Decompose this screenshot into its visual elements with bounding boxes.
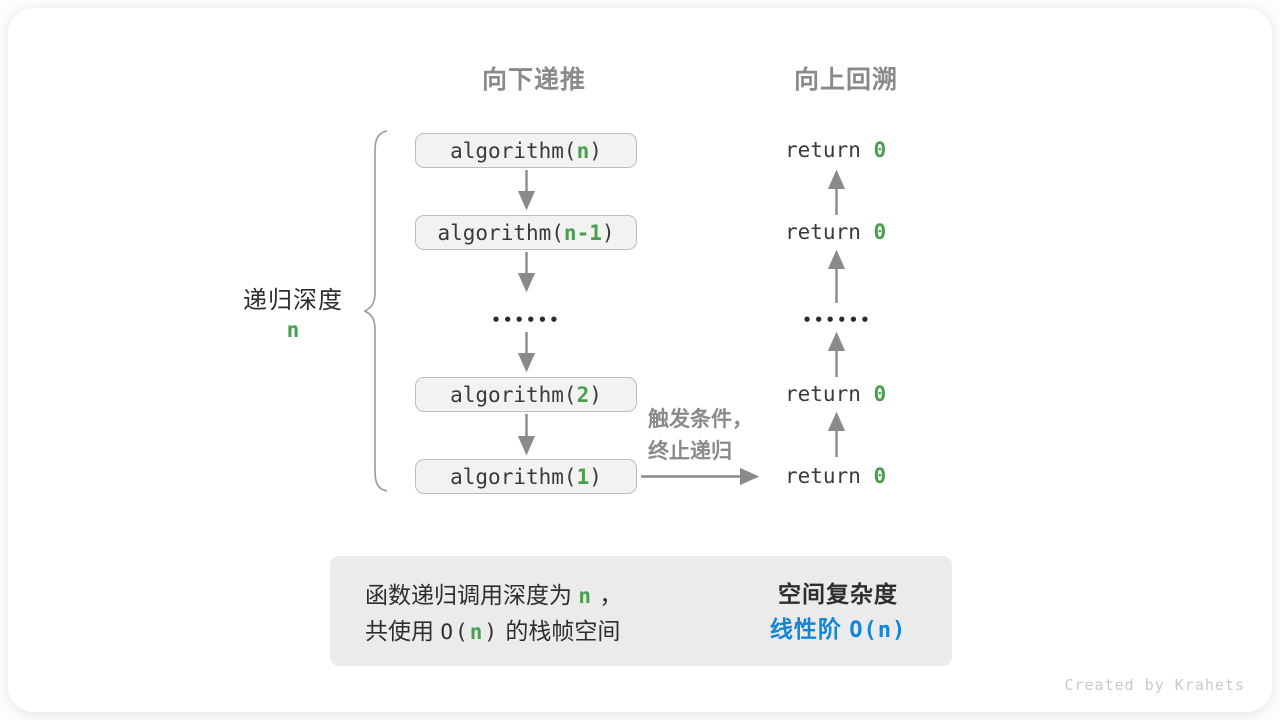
return-keyword: return bbox=[785, 220, 874, 244]
code-prefix: algorithm( bbox=[437, 220, 564, 245]
call-box-n: algorithm(n) bbox=[415, 133, 637, 168]
big-o-var: n bbox=[469, 620, 485, 644]
space-complexity-title: 空间复杂度 bbox=[778, 581, 898, 607]
return-keyword: return bbox=[785, 382, 874, 406]
call-box-1: algorithm(1) bbox=[415, 459, 637, 494]
return-row-3: return 0 bbox=[785, 380, 905, 408]
diagram-card: 向下递推 向上回溯 递归深度 n algorithm(n) algorithm(… bbox=[8, 8, 1272, 712]
space-complexity-result: 线性阶 O(n) bbox=[769, 616, 907, 643]
code-arg: 1 bbox=[576, 464, 590, 489]
call-box-2: algorithm(2) bbox=[415, 377, 637, 412]
summary-line-2: 共使用 O(n) 的栈帧空间 bbox=[365, 618, 621, 644]
summary-line-1: 函数递归调用深度为 n ， bbox=[365, 582, 623, 608]
header-upward-backtracking: 向上回溯 bbox=[793, 66, 898, 94]
return-row-4: return 0 bbox=[785, 462, 905, 490]
header-downward-recursion: 向下递推 bbox=[481, 66, 586, 94]
code-suffix: ) bbox=[589, 138, 602, 163]
code-arg: 2 bbox=[576, 382, 590, 407]
return-value: 0 bbox=[873, 138, 887, 162]
space-complexity-big-o: O(n) bbox=[849, 618, 907, 643]
return-value: 0 bbox=[873, 382, 887, 406]
ellipsis-right: •••••• bbox=[802, 311, 872, 329]
code-prefix: algorithm( bbox=[450, 382, 577, 407]
code-arg: n-1 bbox=[563, 220, 602, 245]
big-o-open: O( bbox=[440, 620, 470, 644]
summary-right-text: 空间复杂度 线性阶 O(n) bbox=[738, 577, 938, 647]
depth-brace bbox=[363, 130, 388, 492]
code-prefix: algorithm( bbox=[450, 464, 577, 489]
return-keyword: return bbox=[785, 138, 874, 162]
code-arg: n bbox=[576, 138, 590, 163]
code-suffix: ) bbox=[601, 220, 615, 245]
summary-left-text: 函数递归调用深度为 n ， 共使用 O(n) 的栈帧空间 bbox=[365, 577, 622, 649]
watermark: Created by Krahets bbox=[1064, 676, 1245, 694]
ellipsis-left: •••••• bbox=[491, 311, 561, 329]
summary-panel bbox=[330, 556, 952, 666]
recursion-depth-value: n bbox=[286, 318, 300, 342]
return-value: 0 bbox=[873, 464, 887, 488]
depth-var: n bbox=[578, 584, 594, 608]
return-row-2: return 0 bbox=[785, 218, 905, 246]
return-row-1: return 0 bbox=[785, 136, 905, 164]
code-prefix: algorithm( bbox=[450, 138, 577, 163]
base-case-note: 触发条件， 终止递归 bbox=[648, 408, 753, 463]
return-keyword: return bbox=[785, 464, 874, 488]
recursion-depth-label: 递归深度 bbox=[243, 287, 343, 314]
return-value: 0 bbox=[873, 220, 887, 244]
big-o-close: ) bbox=[484, 620, 499, 644]
code-suffix: ) bbox=[589, 464, 602, 489]
code-suffix: ) bbox=[589, 382, 602, 407]
call-box-n-1: algorithm(n-1) bbox=[415, 215, 637, 250]
